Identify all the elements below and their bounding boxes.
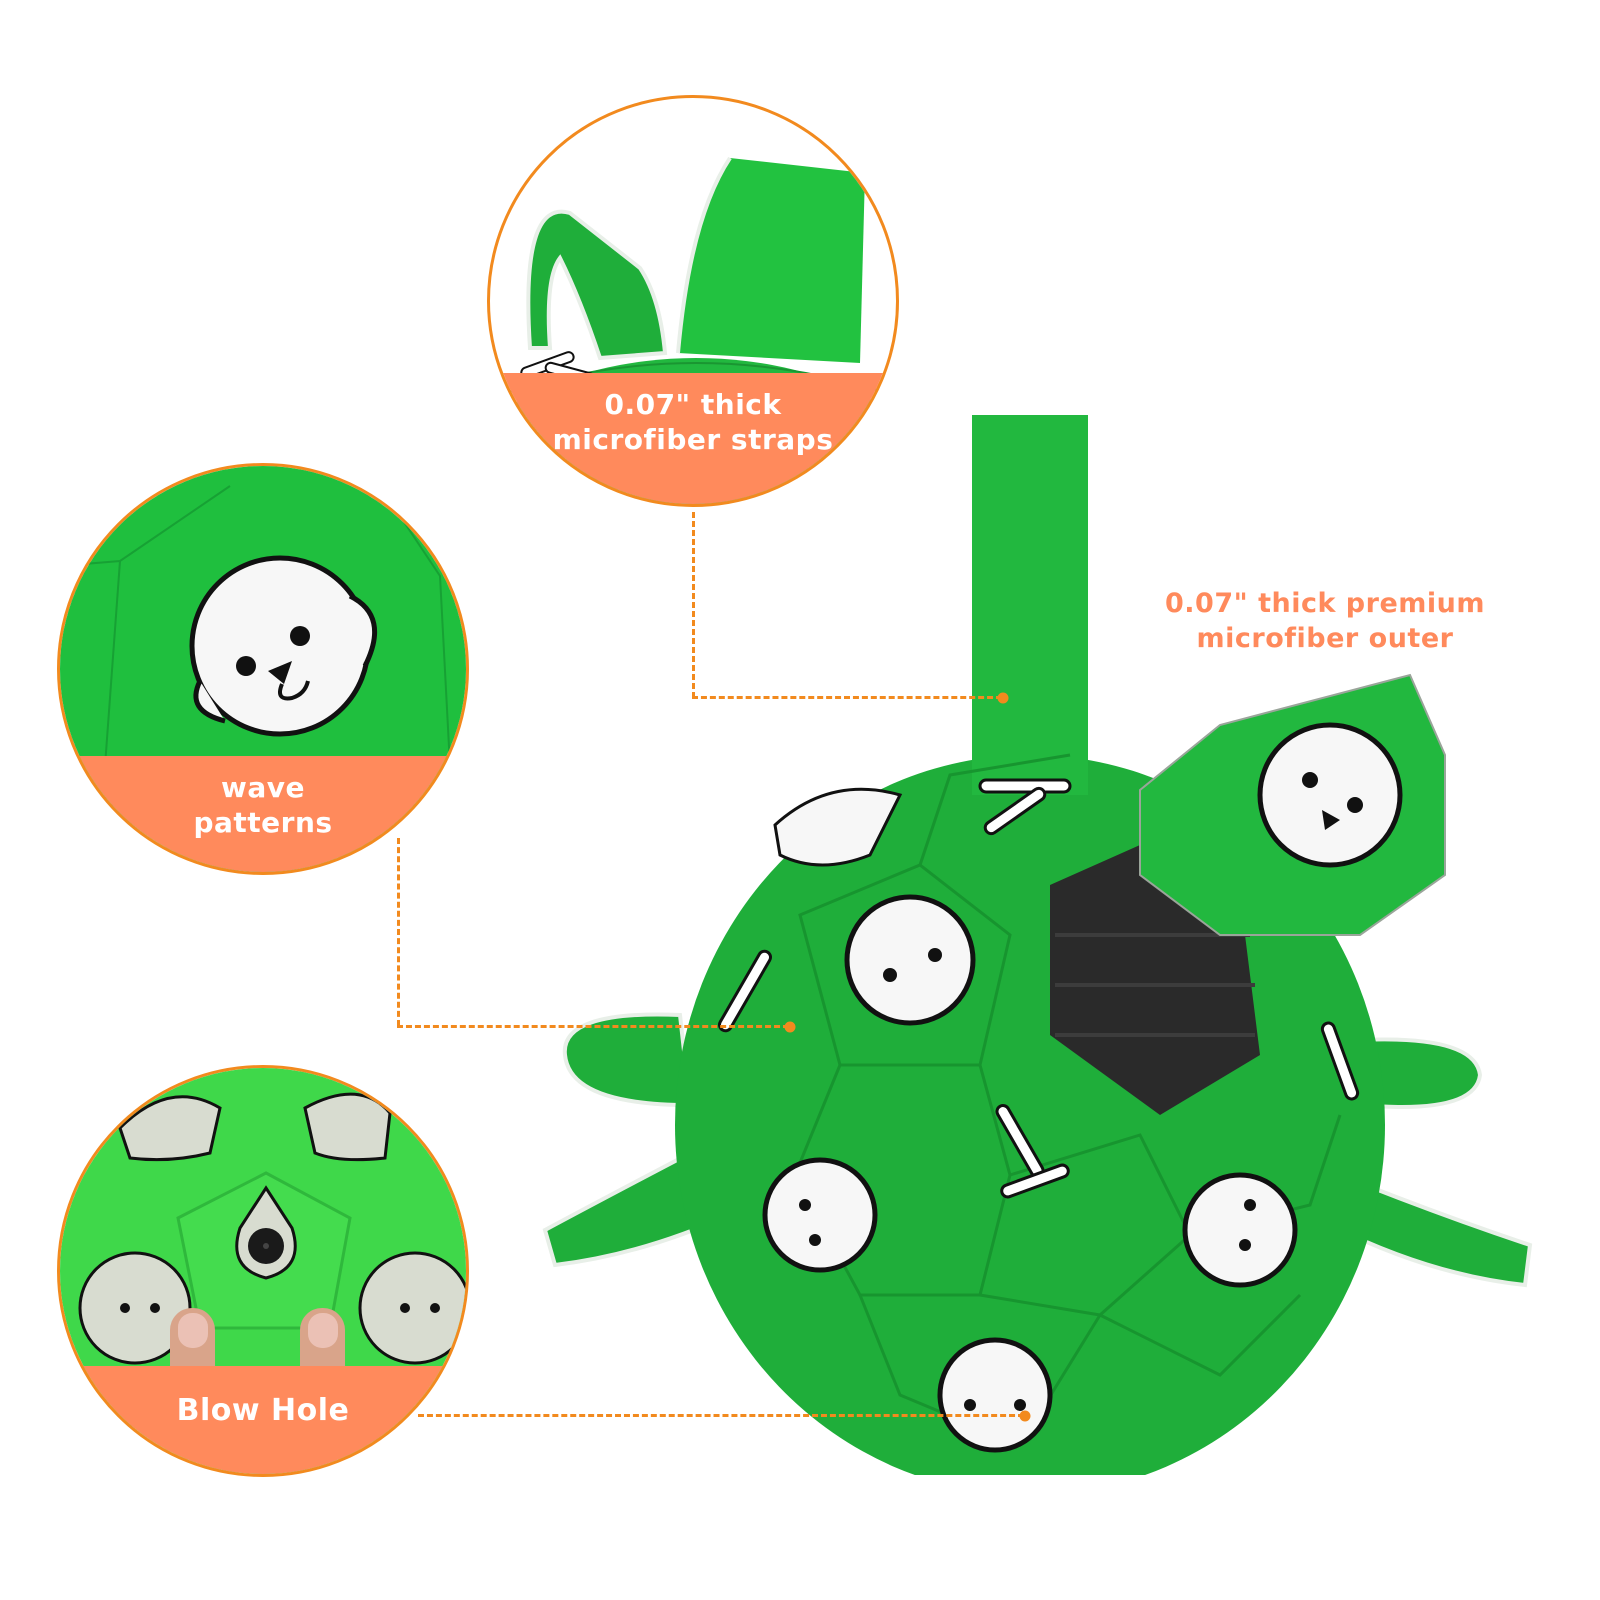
straps-leader-horizontal	[692, 696, 1002, 699]
cat-print	[773, 787, 903, 867]
valve-icon	[235, 1185, 297, 1280]
callout-wave-patterns: wave patterns	[57, 463, 469, 875]
callout-blowhole-band: Blow Hole	[60, 1366, 466, 1474]
straps-leader-vertical	[692, 512, 695, 698]
callout-wave-band: wave patterns	[60, 756, 466, 872]
callout-blow-hole: Blow Hole	[57, 1065, 469, 1477]
wave-label-line2: patterns	[193, 806, 333, 839]
outer-label-line1: 0.07" thick premium	[1164, 588, 1486, 619]
dog-face-icon	[189, 555, 378, 737]
dog-face-prints	[762, 894, 1298, 1453]
lifted-hexagon-panel	[1139, 673, 1446, 936]
straps-label-line1: 0.07" thick	[604, 388, 782, 421]
wave-label-line1: wave	[220, 771, 305, 804]
wave-leader-horizontal	[397, 1025, 789, 1028]
dog-soccer-ball	[540, 415, 1540, 1475]
outer-material-label: 0.07" thick premium microfiber outer	[1150, 586, 1500, 656]
blowhole-leader-dot	[1019, 1410, 1031, 1422]
blowhole-leader-horizontal	[418, 1414, 1024, 1417]
outer-label-line2: microfiber outer	[1196, 623, 1454, 654]
side-strap-right	[1327, 1037, 1533, 1288]
straps-leader-dot	[997, 692, 1009, 704]
wave-leader-dot	[784, 1021, 796, 1033]
callout-straps: 0.07" thick microfiber straps	[487, 95, 899, 507]
straps-label-line2: microfiber straps	[552, 423, 834, 456]
top-strap	[972, 415, 1088, 795]
wave-leader-vertical	[397, 838, 400, 1026]
bone-prints	[718, 778, 1360, 1199]
callout-straps-band: 0.07" thick microfiber straps	[490, 373, 896, 504]
blowhole-label: Blow Hole	[176, 1393, 350, 1428]
